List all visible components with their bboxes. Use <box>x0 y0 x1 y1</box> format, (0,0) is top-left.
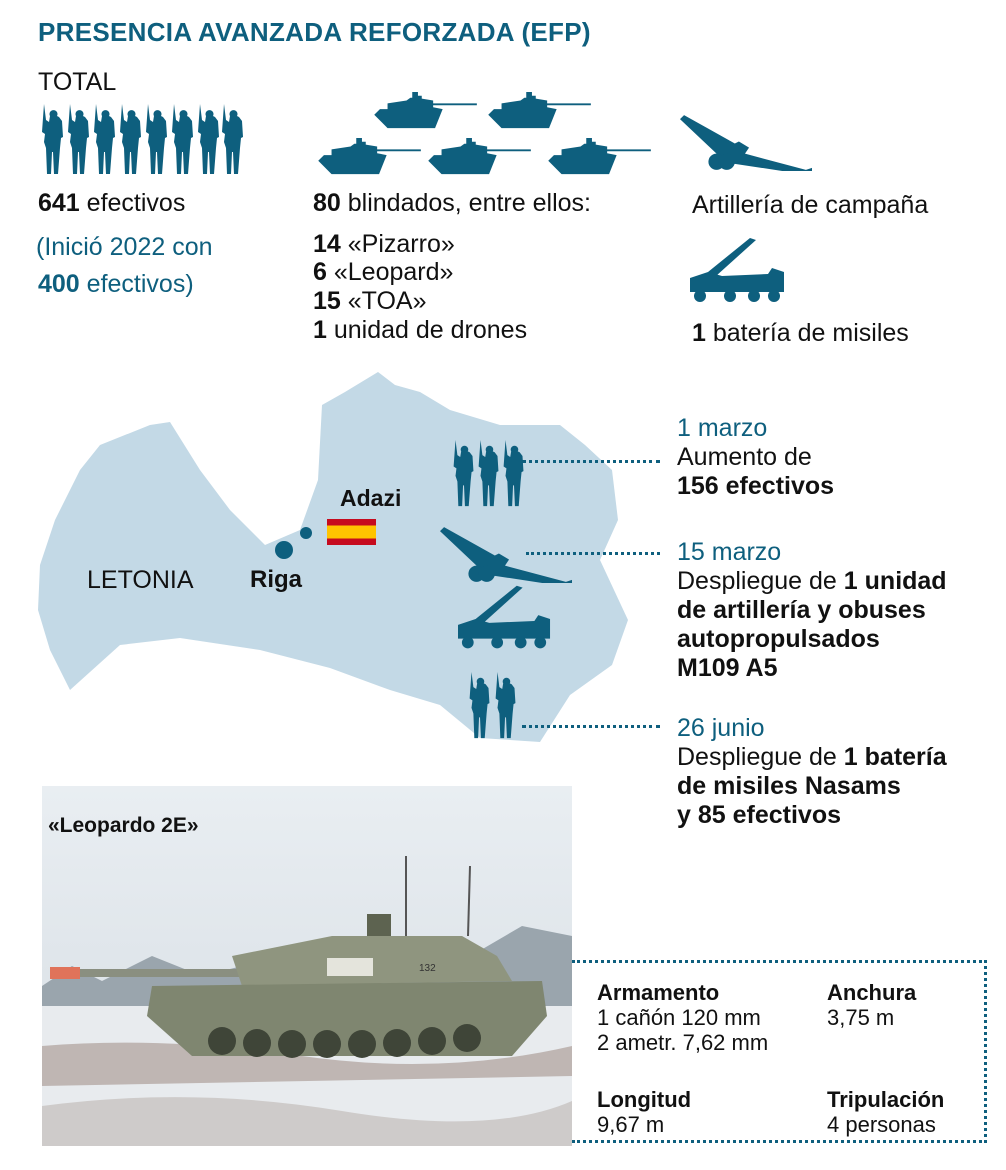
spain-flag-icon <box>327 519 376 545</box>
timeline-event-1: 1 marzo Aumento de 156 efectivos <box>677 414 835 500</box>
total-count: 641 efectivos <box>38 189 186 217</box>
missiles-label: 1 batería de misiles <box>692 319 909 347</box>
soldier-icon <box>468 672 492 740</box>
country-label: LETONIA <box>87 566 194 594</box>
armored-item: 15 «TOA» <box>313 287 427 315</box>
base-label: Adazi <box>340 485 402 511</box>
tank-image <box>50 856 547 1058</box>
artillery-label: Artillería de campaña <box>692 191 929 219</box>
howitzer-icon <box>440 527 572 583</box>
timeline-event-3: 26 junio Despliegue de 1 batería de misi… <box>677 714 947 829</box>
initial-line1: (Inició 2022 con <box>36 233 213 261</box>
photo-caption: «Leopardo 2E» <box>48 814 199 837</box>
timeline-event-2: 15 marzo Despliegue de 1 unidad de artil… <box>677 538 947 682</box>
leopard-tank-photo: «Leopardo 2E» 132 <box>42 786 572 1146</box>
initial-count: 400 efectivos) <box>38 270 194 298</box>
armored-item: 6 «Leopard» <box>313 258 454 286</box>
soldier-icon <box>452 440 476 508</box>
soldier-icon <box>494 672 518 740</box>
capital-label: Riga <box>250 566 303 593</box>
leader-line <box>522 460 660 463</box>
riga-dot <box>275 541 293 559</box>
total-label: TOTAL <box>38 68 117 96</box>
missile-launcher-icon <box>458 585 552 651</box>
leader-line <box>526 552 660 555</box>
soldier-icon <box>502 440 526 508</box>
hull-number: 132 <box>419 963 436 974</box>
armored-item: 1 unidad de drones <box>313 316 528 344</box>
adazi-dot <box>300 527 312 539</box>
armored-count: 80 blindados, entre ellos: <box>313 189 591 217</box>
armored-item: 14 «Pizarro» <box>313 230 455 258</box>
leader-line <box>522 725 660 728</box>
page-title: PRESENCIA AVANZADA REFORZADA (EFP) <box>38 17 591 47</box>
soldier-icon <box>477 440 501 508</box>
